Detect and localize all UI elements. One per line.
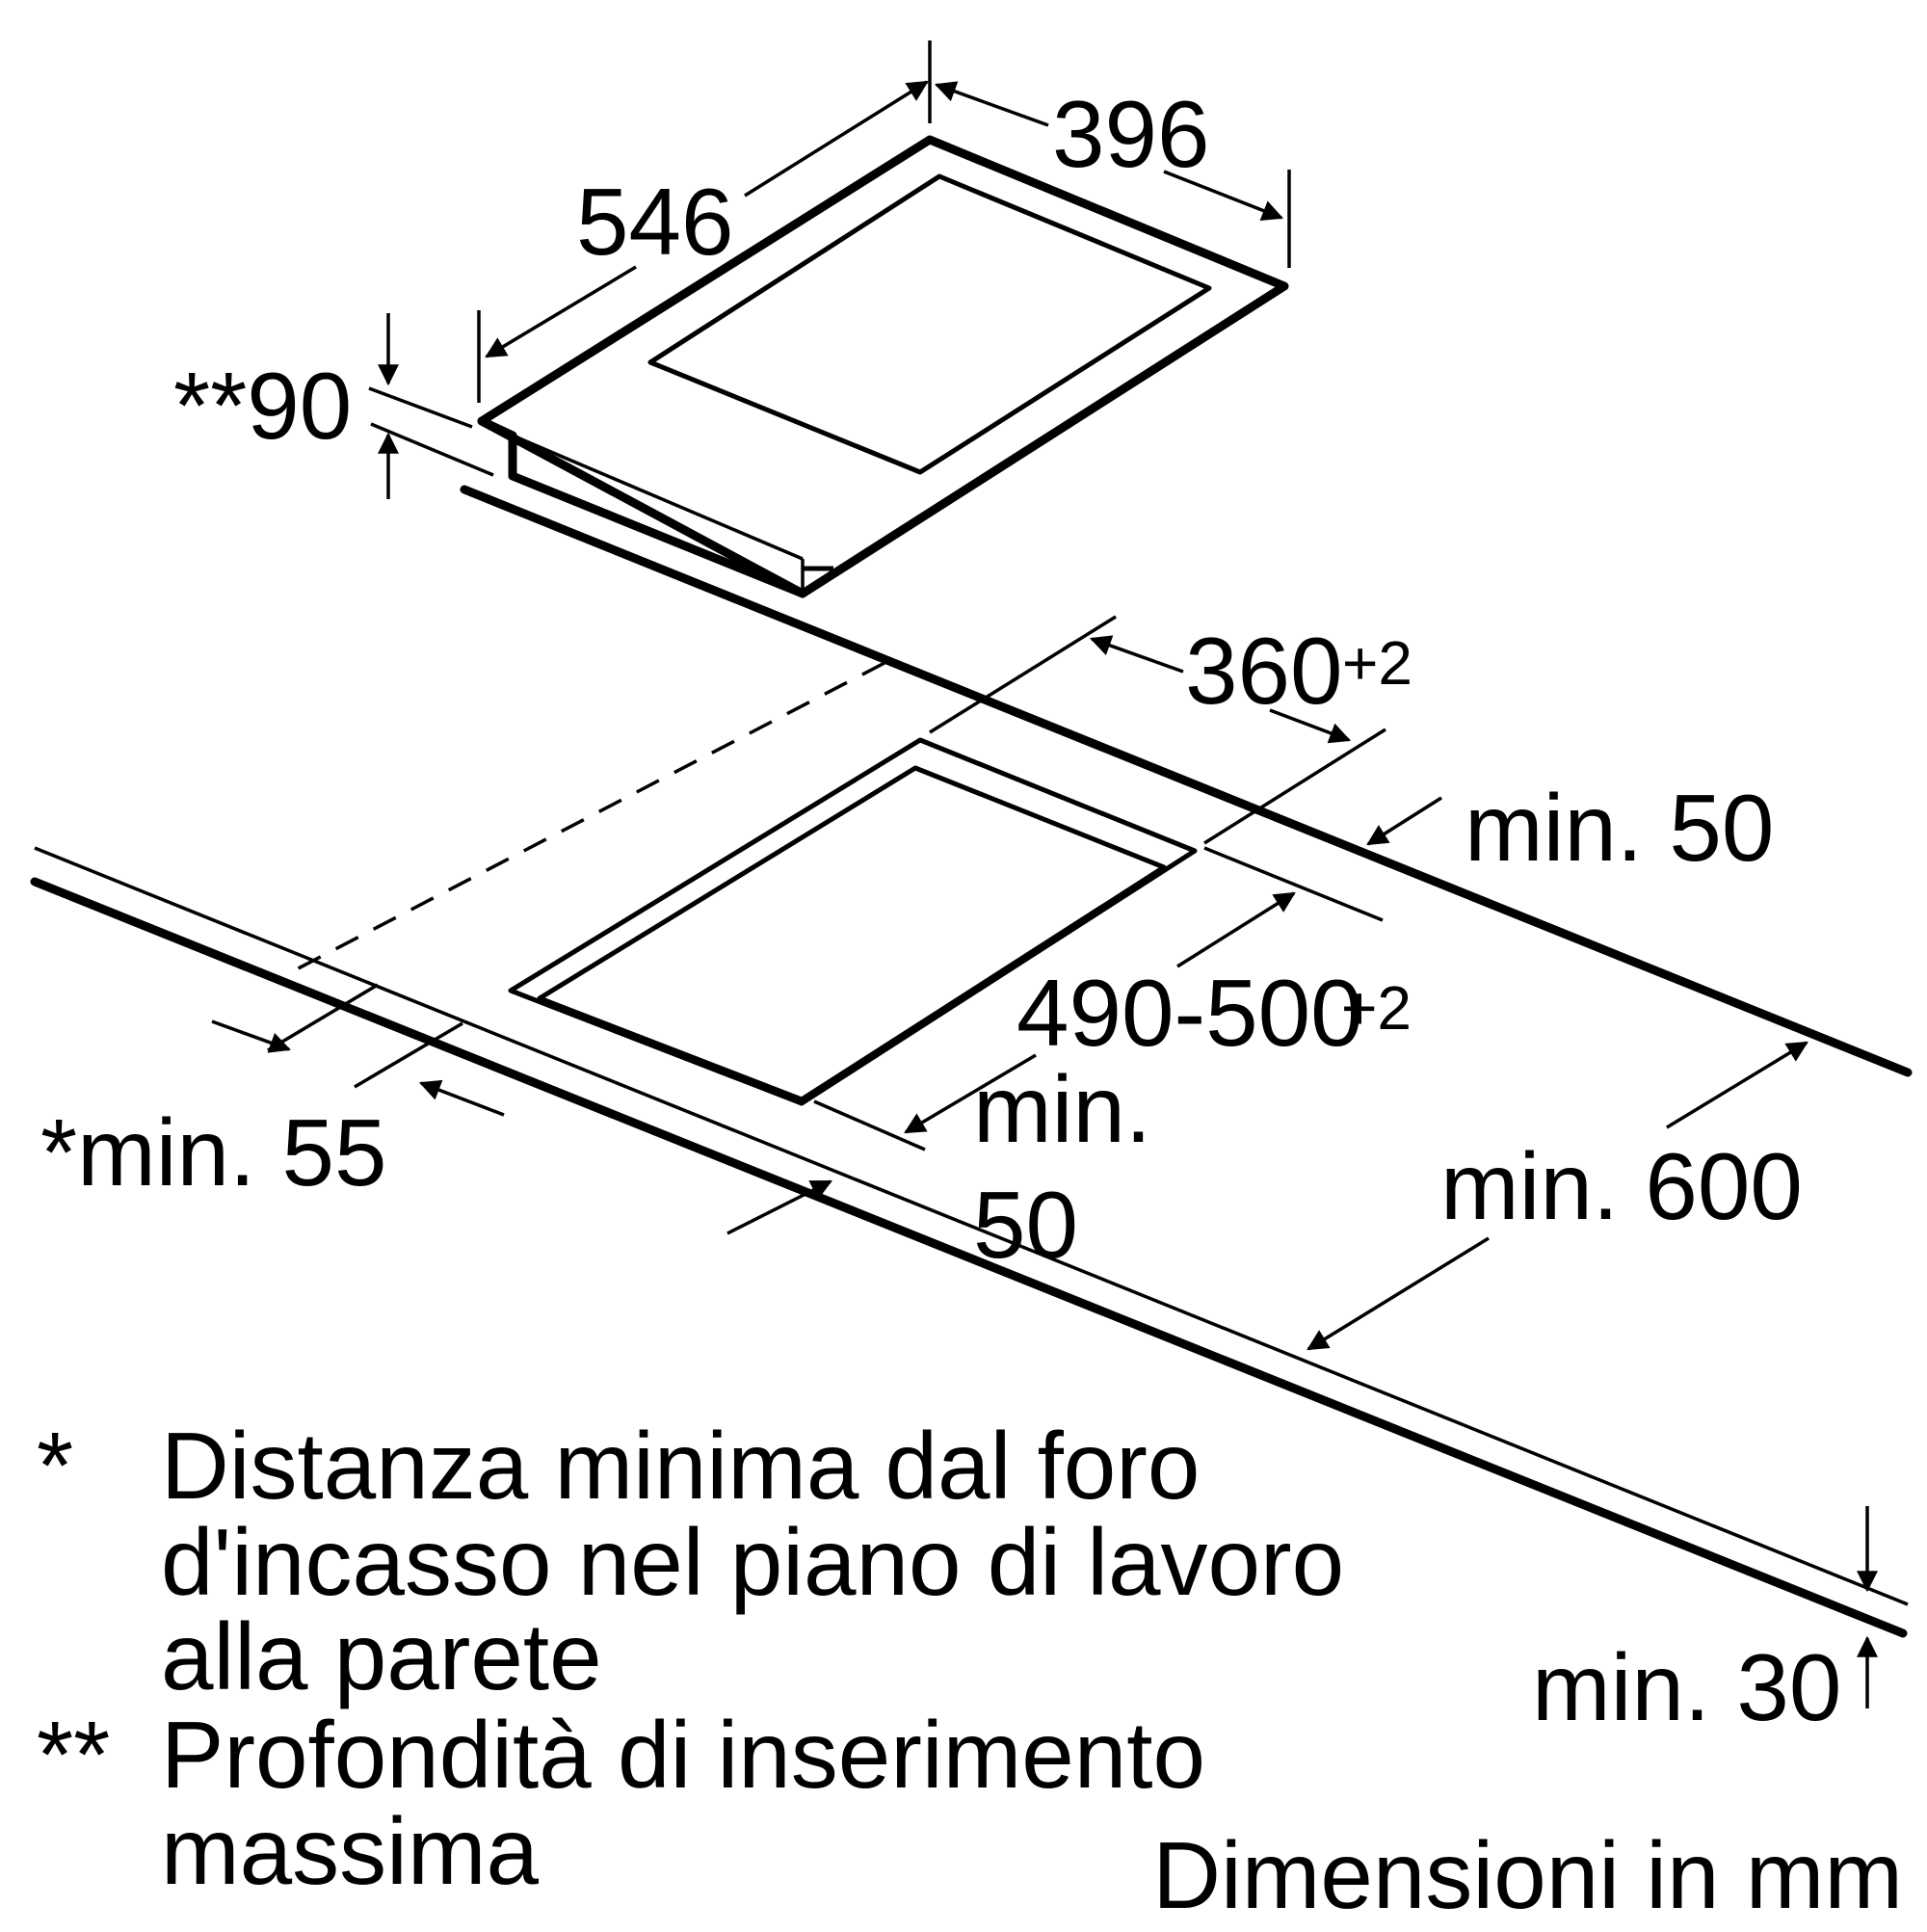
dim-worktop-thickness: min. 30 xyxy=(1532,1506,1878,1740)
dim-front-clearance: min. 50 xyxy=(726,1056,1151,1278)
dim-cutout-width: 360 +2 xyxy=(929,615,1412,845)
note-1-line-2: d'incasso nel piano di lavoro xyxy=(161,1509,1344,1615)
label-top-width: 396 xyxy=(1052,81,1210,187)
label-front-clearance-line1: min. xyxy=(973,1056,1151,1162)
note-2-line-2: massima xyxy=(161,1798,540,1904)
label-rear-clearance: min. 50 xyxy=(1465,775,1774,881)
label-cutout-width: 360 xyxy=(1185,618,1343,724)
dim-insertion-depth: **90 xyxy=(173,313,494,499)
note-1-line-1: Distanza minima dal foro xyxy=(161,1413,1200,1519)
hob-drawing xyxy=(477,135,1289,598)
dim-546: 546 xyxy=(477,80,929,403)
label-front-clearance-line2: 50 xyxy=(973,1172,1078,1278)
dim-396: 396 xyxy=(928,40,1291,268)
label-top-depth: 546 xyxy=(576,169,734,275)
dim-side-clearance: *min. 55 xyxy=(40,983,505,1205)
label-worktop-thickness: min. 30 xyxy=(1532,1634,1841,1740)
label-cutout-depth-tolerance: +2 xyxy=(1341,973,1412,1043)
note-1-line-3: alla parete xyxy=(161,1603,602,1709)
label-cutout-depth: 490-500 xyxy=(1016,960,1363,1066)
dim-cutout-depth: 490-500 +2 xyxy=(813,846,1412,1151)
label-insertion-depth: **90 xyxy=(173,353,352,459)
worktop-drawing xyxy=(30,485,1913,1638)
units-label: Dimensioni in mm xyxy=(1152,1822,1903,1927)
note-1-mark: * xyxy=(37,1413,73,1519)
note-2-line-1: Profondità di inserimento xyxy=(161,1702,1205,1808)
label-cutout-width-tolerance: +2 xyxy=(1342,628,1412,698)
dim-worktop-depth: min. 600 xyxy=(1307,1041,1808,1351)
label-side-clearance: *min. 55 xyxy=(40,1099,387,1205)
footnotes: * Distanza minima dal foro d'incasso nel… xyxy=(37,1413,1344,1904)
dim-rear-clearance: min. 50 xyxy=(1366,775,1774,881)
note-2-mark: ** xyxy=(37,1702,110,1808)
label-worktop-depth: min. 600 xyxy=(1440,1133,1803,1239)
